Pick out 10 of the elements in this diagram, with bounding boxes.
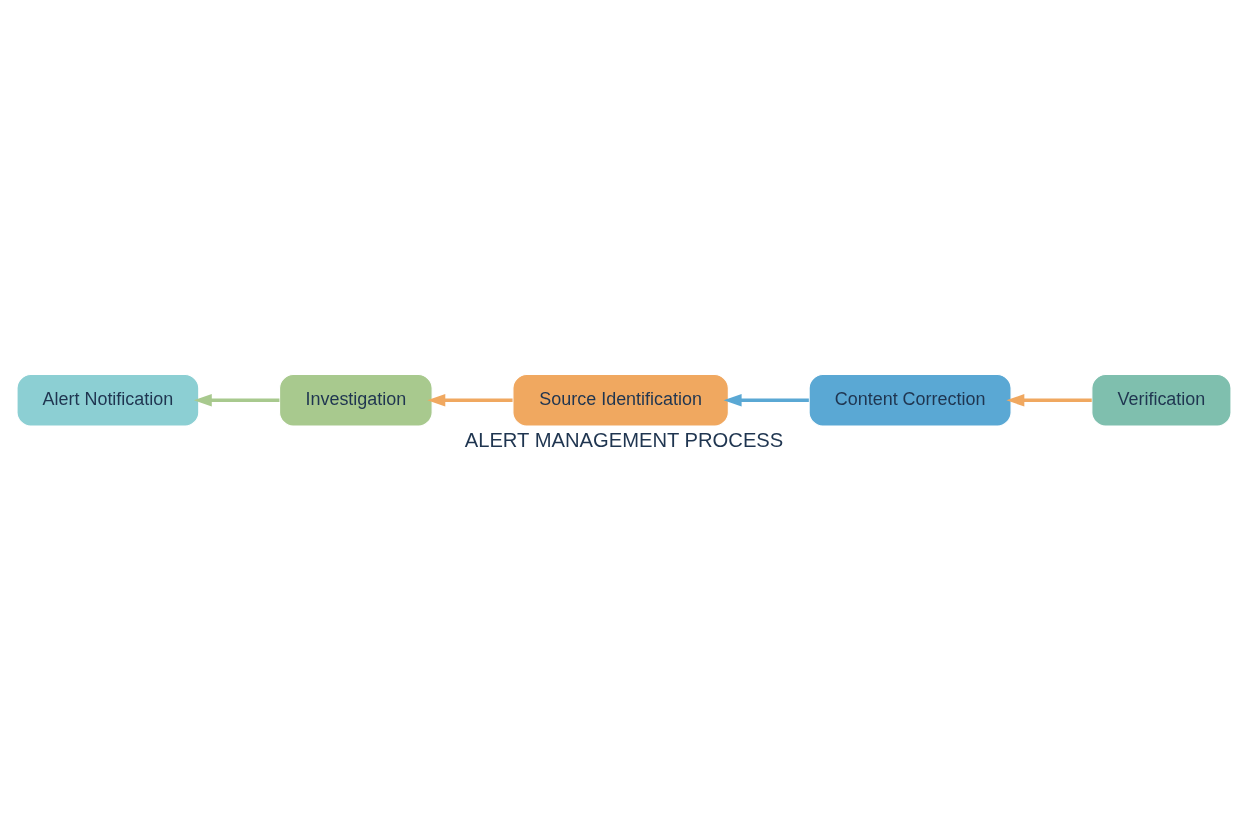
arrow: [427, 394, 513, 407]
caption: ALERT MANAGEMENT PROCESS: [464, 428, 784, 451]
arrow: [723, 394, 809, 407]
node-box: Alert Notification: [16, 373, 200, 427]
node-box: Source Identification: [512, 373, 729, 427]
node-box: Investigation: [279, 373, 433, 427]
arrow: [193, 394, 280, 407]
node-box: Content Correction: [808, 373, 1012, 427]
arrow: [1006, 394, 1092, 407]
node-box: Verification: [1091, 373, 1232, 427]
